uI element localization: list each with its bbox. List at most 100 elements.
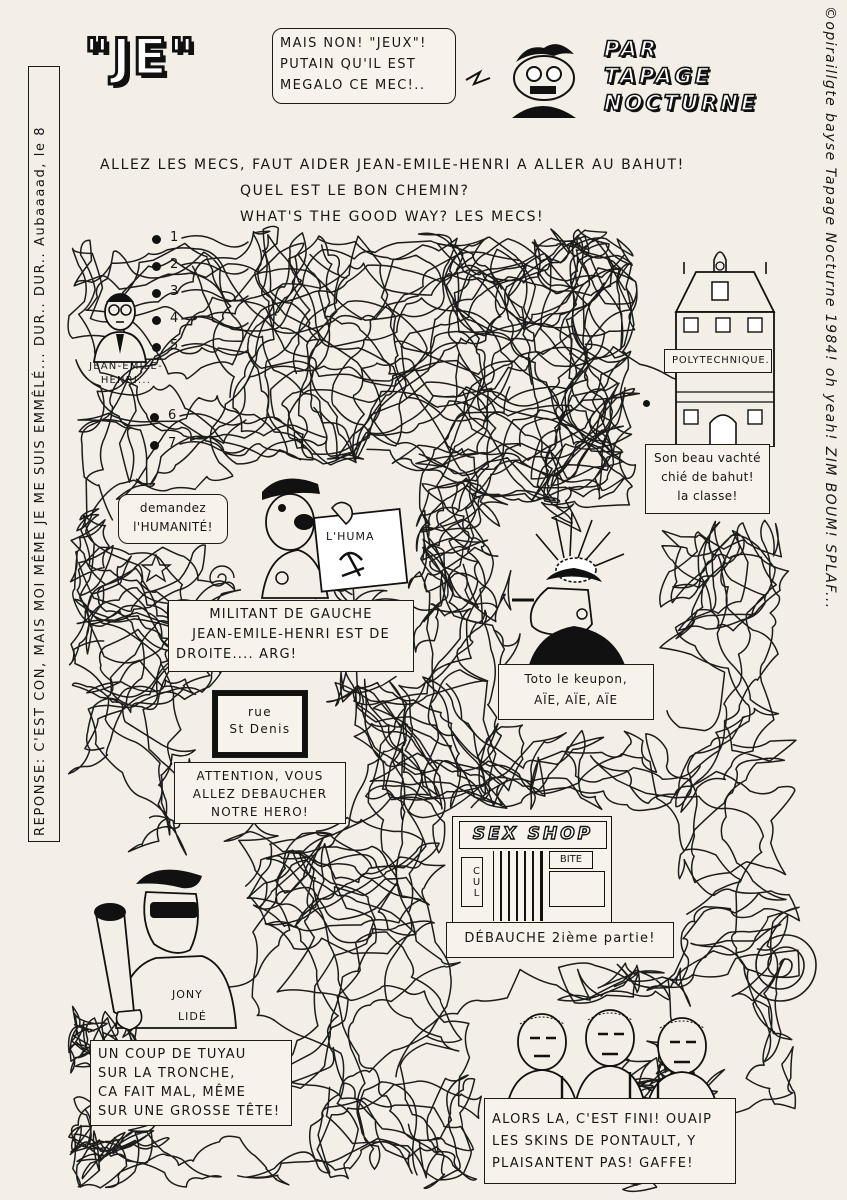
caption-line: ATTENTION, VOUS	[196, 769, 324, 783]
caption-line: LES SKINS DE PONTAULT, Y	[492, 1134, 697, 1149]
sexshop-building: SEX SHOP CUL BITE	[452, 816, 612, 924]
maze-path	[73, 225, 502, 521]
maze-path	[470, 520, 790, 811]
byline: PAR TAPAGE NOCTURNE	[603, 36, 759, 117]
hero-label-line: HENRI...	[100, 375, 152, 386]
caption-line: chié de bahut!	[661, 470, 754, 484]
byline-line: PAR	[603, 36, 659, 62]
caption-line: JEAN-EMILE-HENRI EST DE	[192, 627, 390, 642]
answer-text: REPONSE: C'EST CON, MAIS MOI MÊME JE ME …	[33, 125, 48, 836]
maze-path	[244, 842, 475, 1179]
maze-start-line	[181, 235, 249, 248]
speech-line: MEGALO CE MEC!..	[280, 78, 426, 93]
start-dot	[152, 262, 161, 271]
caption-line: Son beau vachté	[654, 451, 761, 465]
shirt-line: LIDÉ	[178, 1010, 207, 1023]
caption-line: ALORS LA, C'EST FINI! OUAIP	[492, 1112, 713, 1127]
maze-path	[612, 914, 797, 1123]
sexshop-window-label: BITE	[549, 851, 593, 869]
maze-path	[188, 254, 637, 997]
byline-line: TAPAGE	[603, 63, 713, 89]
sexshop-window	[549, 871, 605, 907]
maze-path	[72, 546, 242, 853]
skins-figures	[506, 1009, 719, 1112]
start-dot	[152, 289, 161, 298]
speech-line: MAIS NON! "JEUX"!	[280, 36, 427, 51]
intro-line: QUEL EST LE BON CHEMIN?	[240, 183, 470, 199]
start-number[interactable]: 2	[170, 257, 179, 272]
maze-path	[248, 680, 461, 1176]
copyright-text: ©opiraillgte bayse Tapage Nocturne 1984!…	[822, 6, 838, 610]
speech-bubble-top: MAIS NON! "JEUX"! PUTAIN QU'IL EST MEGAL…	[272, 28, 456, 104]
answer-frame	[28, 66, 60, 842]
punk-figure	[512, 511, 626, 668]
sexshop-caption: DÉBAUCHE 2ième partie!	[446, 922, 674, 958]
hero-figure	[92, 293, 148, 363]
bubble-line: demandez	[139, 501, 207, 515]
start-number[interactable]: 3	[170, 284, 179, 299]
spiral-doodle	[743, 934, 817, 1002]
punk-caption: Toto le keupon, AÏE, AÏE, AÏE	[498, 664, 654, 720]
byline-line: NOCTURNE	[603, 90, 759, 116]
rocker-shirt-label: JONY LIDÉ	[172, 984, 207, 1028]
page-title: "JE"	[83, 27, 197, 88]
street-caption: ATTENTION, VOUS ALLEZ DEBAUCHER NOTRE HE…	[174, 762, 346, 824]
militant-newspaper-label: L'HUMA	[326, 530, 375, 543]
maze-path	[395, 757, 801, 1078]
maze-path	[68, 1096, 290, 1189]
maze-path	[67, 236, 533, 464]
maze-start-line	[181, 343, 249, 356]
caption-line: MILITANT DE GAUCHE	[209, 607, 373, 622]
start-number[interactable]: 7	[168, 436, 177, 451]
spiral-doodle-small	[209, 565, 235, 587]
caption-line: ALLEZ DEBAUCHER	[192, 787, 328, 801]
speech-line: PUTAIN QU'IL EST	[280, 57, 417, 72]
street-sign-line: St Denis	[229, 722, 291, 736]
maze-start-line	[181, 316, 249, 329]
maze-start-line	[181, 262, 249, 275]
caption-line: PLAISANTENT PAS! GAFFE!	[492, 1156, 694, 1171]
start-dot	[152, 343, 161, 352]
start-dot	[150, 413, 159, 422]
militant-speech-bubble: demandez l'HUMANITÉ!	[118, 494, 228, 544]
maze-start-line	[181, 289, 249, 302]
hero-label-line: JEAN-EMILE-	[89, 361, 163, 372]
caption-line: AÏE, AÏE, AÏE	[534, 693, 618, 707]
caption-line: NOTRE HERO!	[211, 805, 309, 819]
street-sign: rue St Denis	[212, 690, 308, 758]
maze-start-line	[179, 413, 247, 426]
maze-path	[265, 531, 780, 1180]
start-number[interactable]: 5	[170, 338, 179, 353]
start-number[interactable]: 4	[170, 311, 179, 326]
caption-line: SUR UNE GROSSE TÊTE!	[98, 1104, 281, 1119]
maze-path	[420, 251, 641, 670]
sexshop-side-label: CUL	[461, 857, 483, 907]
skins-caption: ALORS LA, C'EST FINI! OUAIP LES SKINS DE…	[484, 1098, 736, 1184]
start-dot	[150, 441, 159, 450]
rocker-caption: UN COUP DE TUYAU SUR LA TRONCHE, CA FAIT…	[90, 1040, 292, 1126]
maze-path	[85, 228, 634, 402]
maze-path	[232, 232, 638, 498]
start-dot	[152, 316, 161, 325]
militant-figure	[260, 478, 408, 599]
maze-path	[77, 235, 458, 500]
caption-line: CA FAIT MAL, MÊME	[98, 1085, 247, 1100]
maze-path	[297, 240, 636, 552]
intro-line: ALLEZ LES MECS, FAUT AIDER JEAN-EMILE-HE…	[100, 157, 685, 173]
start-number[interactable]: 1	[170, 230, 179, 245]
maze-path	[71, 359, 509, 856]
caption-line: UN COUP DE TUYAU	[98, 1047, 247, 1062]
rocker-figure	[94, 869, 237, 1031]
hero-label: JEAN-EMILE- HENRI...	[76, 360, 176, 388]
caption-line: SUR LA TRONCHE,	[98, 1066, 236, 1081]
school-caption: Son beau vachté chié de bahut! la classe…	[645, 444, 770, 514]
sexshop-sign: SEX SHOP	[459, 821, 607, 849]
start-number[interactable]: 6	[168, 408, 177, 423]
maze-path	[318, 238, 636, 821]
caption-line: la classe!	[677, 489, 738, 503]
sexshop-door	[493, 851, 543, 921]
street-sign-line: rue	[247, 705, 273, 719]
militant-caption: MILITANT DE GAUCHE JEAN-EMILE-HENRI EST …	[168, 600, 414, 672]
